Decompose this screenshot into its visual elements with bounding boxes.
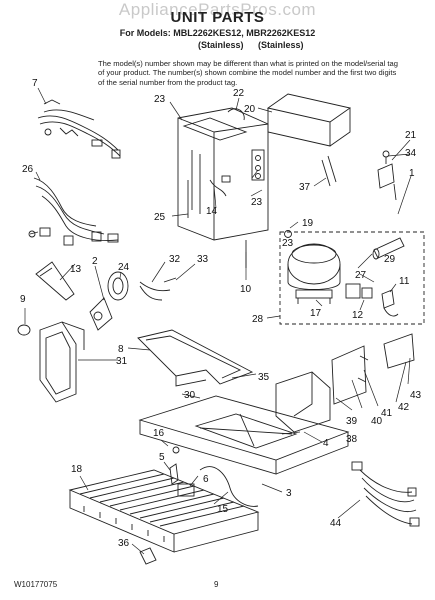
page-number: 9: [214, 580, 219, 589]
model-disclaimer: The model(s) number shown may be differe…: [98, 59, 398, 87]
evaporator-cover-top: [266, 93, 352, 147]
callout-11: 11: [399, 276, 410, 287]
callout-22: 22: [233, 88, 245, 99]
callout-6: 6: [203, 474, 209, 485]
callout-39: 39: [346, 416, 358, 427]
callout-23-mid: 23: [251, 197, 263, 208]
callout-4: 4: [323, 438, 329, 449]
document-number: W10177075: [14, 580, 58, 589]
wire-harness-upper: [37, 99, 121, 159]
callout-23-top: 23: [154, 94, 166, 105]
callout-13: 13: [70, 264, 82, 275]
callout-labels: 7 26 23 22 20 14 25 37 23 21 34 1 19 10 …: [20, 78, 422, 549]
callout-7: 7: [32, 78, 38, 89]
callout-28: 28: [252, 314, 264, 325]
callout-29: 29: [384, 254, 396, 265]
callout-32: 32: [169, 254, 181, 265]
watermark: AppliancePartsPros.com: [118, 0, 317, 19]
compressor: [284, 230, 341, 304]
callout-12: 12: [352, 310, 364, 321]
callout-9: 9: [20, 294, 26, 305]
callout-35: 35: [258, 372, 270, 383]
wire-harness-lower: [28, 177, 119, 246]
wire-harness-main: [351, 461, 420, 527]
callout-15: 15: [217, 504, 229, 515]
callout-17: 17: [310, 308, 322, 319]
callout-41: 41: [381, 408, 393, 419]
callout-23-low: 23: [282, 238, 294, 249]
callout-24: 24: [118, 262, 130, 273]
control-bracket: [275, 371, 331, 433]
mounting-plate: [383, 333, 415, 369]
callout-27: 27: [355, 270, 367, 281]
unit-base: [138, 395, 350, 475]
callout-38: 38: [346, 434, 358, 445]
callout-14: 14: [206, 206, 218, 217]
callout-1: 1: [409, 168, 415, 179]
drain-tube: [321, 159, 331, 187]
electrical-cover: [381, 289, 395, 309]
callout-8: 8: [118, 344, 124, 355]
condenser-fan-shroud: [39, 321, 85, 403]
callout-25: 25: [154, 212, 166, 223]
condenser-fan-motor: [89, 271, 129, 331]
fan-bracket: [35, 261, 75, 301]
callout-20: 20: [244, 104, 256, 115]
callout-30: 30: [184, 390, 196, 401]
models-line: For Models: MBL2262KES12, MBR2262KES12: [119, 28, 316, 38]
evaporator-plate: [177, 107, 269, 241]
callout-36: 36: [118, 538, 130, 549]
relay-cover: [331, 345, 367, 405]
callout-31: 31: [116, 356, 128, 367]
callout-5: 5: [159, 452, 165, 463]
drain-heater-wire: [139, 281, 171, 292]
compressor-assembly-box: [279, 231, 425, 325]
grommet: [17, 324, 31, 336]
page-title: UNIT PARTS: [170, 9, 265, 26]
callout-10: 10: [240, 284, 252, 295]
callout-26: 26: [22, 164, 34, 175]
callout-21: 21: [405, 130, 417, 141]
callout-43: 43: [410, 390, 422, 401]
callout-33: 33: [197, 254, 209, 265]
callout-19: 19: [302, 218, 314, 229]
leveling-foot: [139, 547, 157, 565]
start-relay: [345, 283, 361, 299]
thermistor-wire: [209, 179, 227, 197]
callout-3: 3: [286, 488, 292, 499]
condenser-coil: [68, 469, 260, 553]
callout-2: 2: [92, 256, 98, 267]
drain-pan: [137, 329, 254, 387]
callout-44: 44: [330, 518, 342, 529]
run-capacitor: [372, 237, 405, 260]
callout-16: 16: [153, 428, 165, 439]
relay-bracket: [377, 150, 397, 201]
callout-42: 42: [398, 402, 410, 413]
callout-37: 37: [299, 182, 311, 193]
callout-34: 34: [405, 148, 417, 159]
model-finish-left: (Stainless): [198, 40, 244, 50]
overload-protector: [361, 287, 373, 299]
model-finish-right: (Stainless): [258, 40, 304, 50]
callout-18: 18: [71, 464, 83, 475]
callout-40: 40: [371, 416, 383, 427]
